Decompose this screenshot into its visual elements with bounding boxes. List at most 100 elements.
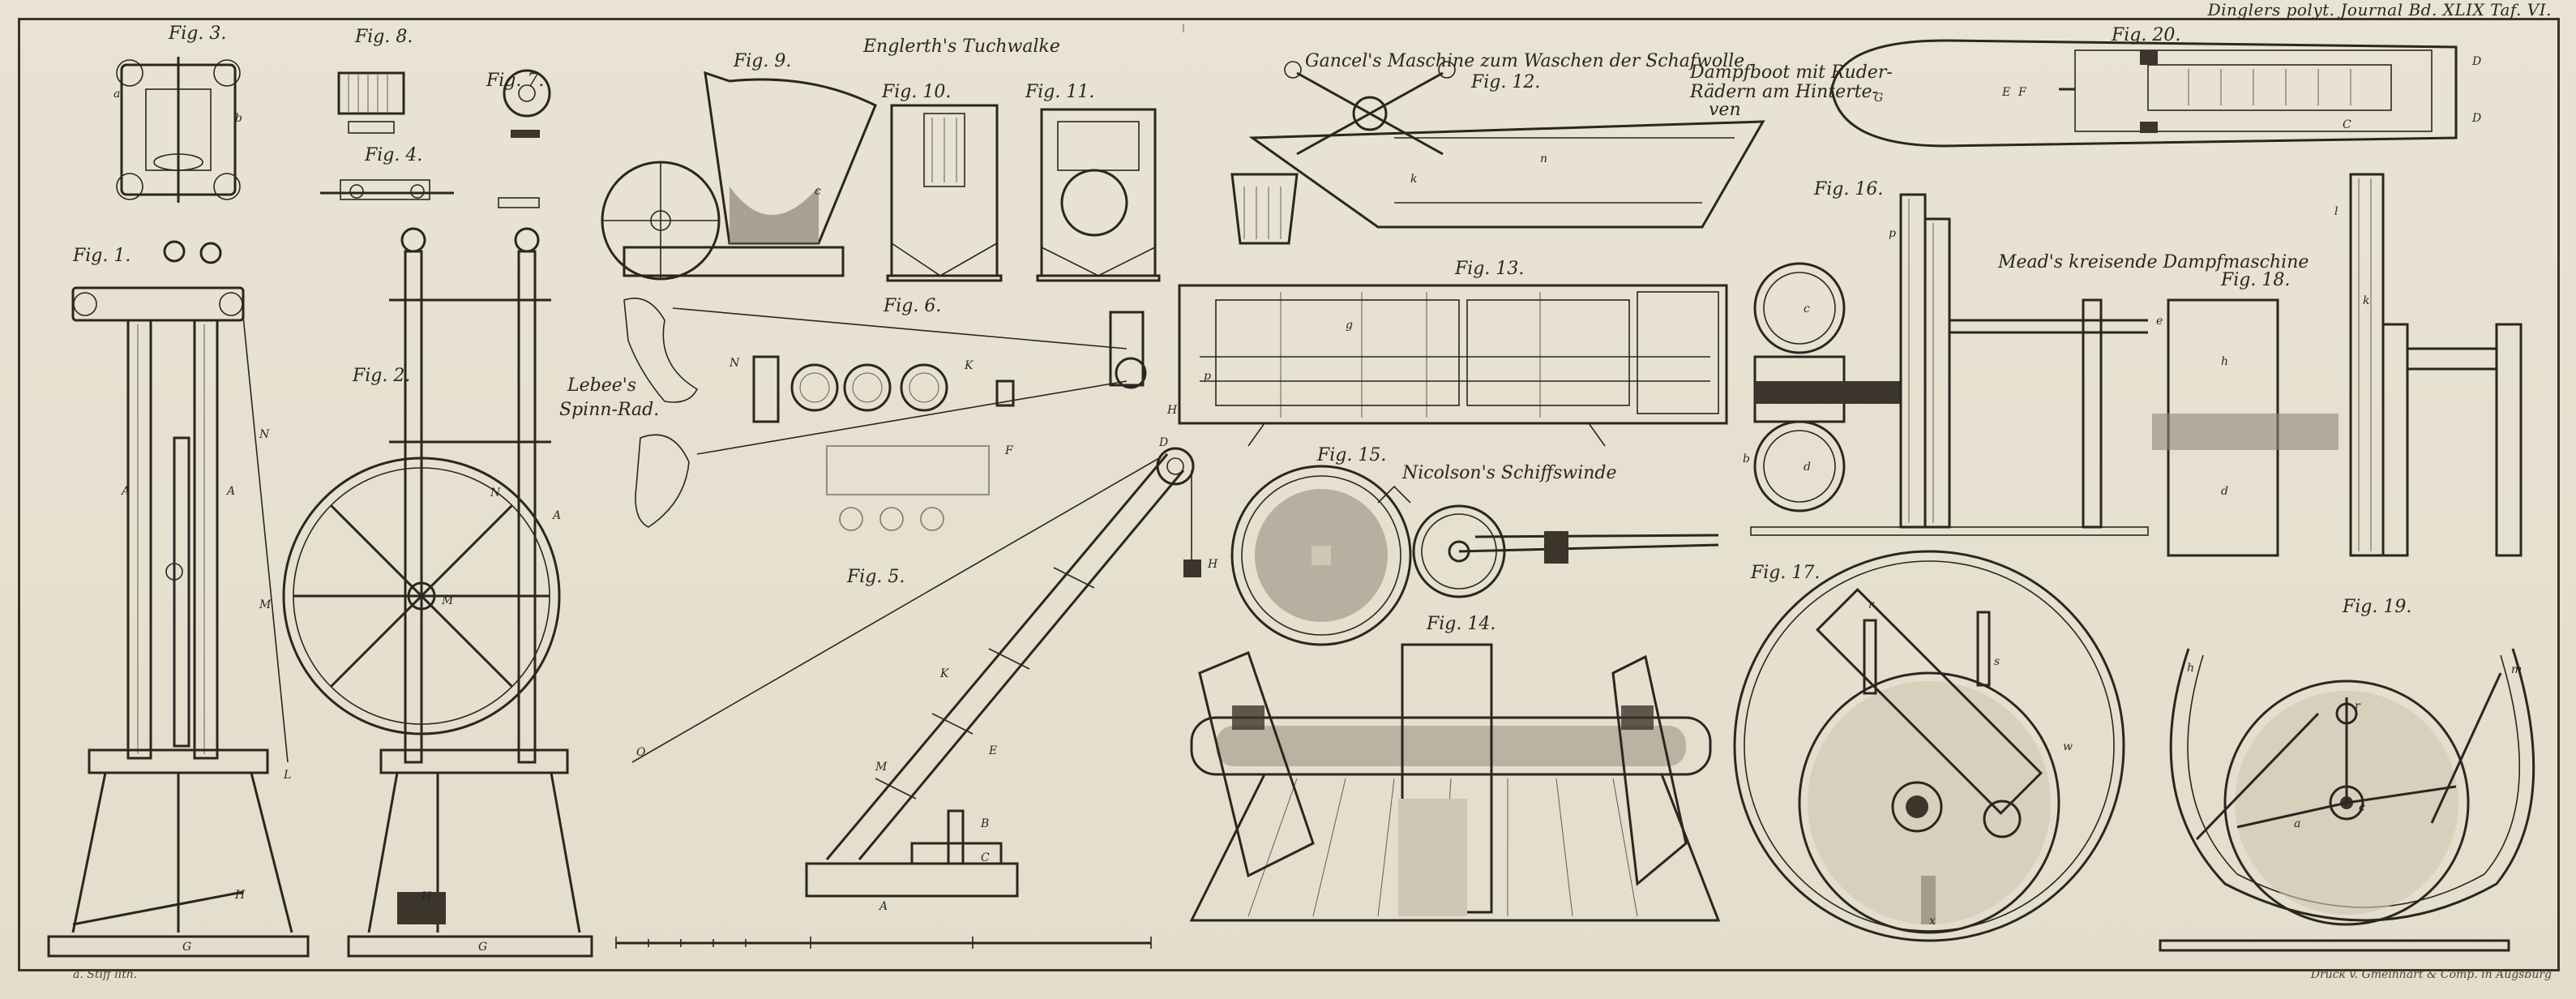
fig5-label-M: M	[875, 761, 888, 774]
fig16-label-e: e	[2156, 315, 2163, 328]
fig2-label-N: N	[490, 487, 501, 500]
fig16-label-p: p	[1889, 227, 1896, 240]
fig5-label-C: C	[981, 851, 990, 864]
fig10-label: Fig. 10.	[881, 82, 951, 102]
lebee-title-line2: Spinn-Rad.	[559, 400, 659, 420]
fig2-label-H: H	[421, 890, 432, 903]
fig1-label-G: G	[182, 941, 191, 954]
fig18-label-d: d	[2221, 485, 2228, 498]
fig18-label-k: k	[2363, 294, 2369, 307]
dampfboot-title-1: Dampfboot mit Ruder-	[1689, 62, 1893, 83]
figure-19: Fig. 19. h m a c r	[2159, 597, 2535, 952]
figure-20: Fig. 20. G E F D D C	[1830, 25, 2481, 148]
fig20-label-D: D	[2471, 55, 2481, 68]
englerth-title: Englerth's Tuchwalke	[862, 36, 1060, 57]
engraver-credit: a. Stiff lith.	[73, 968, 138, 981]
figure-14: Fig. 14.	[1189, 614, 1721, 922]
fig6-label-N: N	[729, 357, 740, 370]
fig5-label-O: O	[636, 746, 646, 759]
fig6-label-K: K	[964, 359, 974, 372]
fig5-label: Fig. 5.	[846, 567, 905, 587]
fig5-label-D: D	[1158, 436, 1168, 449]
fig2-label-A: A	[551, 509, 561, 522]
fig6-label-H: H	[1166, 404, 1178, 417]
fig6-label-F: F	[1004, 444, 1014, 457]
journal-header: Dinglers polyt. Journal Bd. XLIX Taf. VI…	[2207, 0, 2552, 19]
fig9-label: Fig. 9.	[733, 51, 791, 71]
fig1-label-L: L	[283, 769, 291, 782]
fig18-label-l: l	[2334, 205, 2338, 218]
fig1-label-A: A	[120, 485, 130, 498]
plate-border	[18, 18, 2560, 971]
figure-9: Englerth's Tuchwalke Fig. 9. c	[601, 36, 1060, 281]
fig16-label-d: d	[1804, 461, 1811, 474]
fig15-label: Fig. 15.	[1316, 445, 1386, 465]
printer-credit: Druck v. Gmeinhart & Comp. in Augsburg	[2310, 968, 2552, 981]
figure-7: Fig. 7.	[486, 69, 551, 208]
figure-15: Fig. 15. Nicolson's Schiffswinde	[1230, 445, 1719, 646]
fig2-label-M: M	[441, 594, 454, 607]
fig6-label: Fig. 6.	[883, 296, 941, 316]
fig19-label-a: a	[2294, 817, 2300, 830]
fig5-label-A: A	[878, 900, 888, 913]
fig3-label-b: b	[235, 112, 242, 125]
nicolson-title: Nicolson's Schiffswinde	[1401, 463, 1617, 483]
figure-12: Gancel's Maschine zum Waschen der Schafw…	[1230, 51, 1765, 245]
scale-bar	[615, 937, 1152, 949]
fig20-label-D2: D	[2471, 112, 2481, 125]
fig1-label: Fig. 1.	[72, 246, 131, 266]
fig20-label-E: E	[2001, 86, 2010, 99]
fig5-label-H: H	[1207, 558, 1218, 571]
figure-10: Fig. 10.	[881, 82, 1003, 282]
figure-13: Fig. 13. p g	[1178, 259, 1728, 447]
fig18-label-h: h	[2221, 355, 2228, 368]
fig13-label-p: p	[1204, 370, 1211, 383]
fig12-label: Fig. 12.	[1470, 72, 1540, 92]
dampfboot-title-2: Rädern am Hinterte-	[1689, 82, 1878, 102]
fig1-label-N: N	[259, 428, 270, 441]
fig4-label: Fig. 4.	[364, 145, 422, 165]
fig17-label-r: r	[1868, 598, 1875, 611]
gancel-title: Gancel's Maschine zum Waschen der Schafw…	[1305, 51, 1744, 71]
fig3-label: Fig. 3.	[168, 24, 226, 44]
fig2-label: Fig. 2.	[352, 366, 410, 386]
fig9-label-c: c	[815, 185, 821, 198]
fig16-label-b: b	[1743, 452, 1750, 465]
fig16-label-c: c	[1804, 302, 1810, 315]
fig12-label-k: k	[1410, 173, 1417, 186]
fig13-label-g: g	[1346, 319, 1353, 332]
figure-3: Fig. 3. a b	[113, 24, 242, 203]
figure-2: Fig. 2. N M A G H	[282, 227, 593, 958]
fig16-label: Fig. 16.	[1813, 179, 1883, 199]
fig14-label: Fig. 14.	[1426, 614, 1496, 634]
figure-8: Fig. 8.	[337, 27, 413, 134]
figure-4: Fig. 4.	[320, 145, 454, 200]
figure-5: Fig. 5. O D H A C B K E M	[631, 436, 1218, 913]
fig17-label-x: x	[1929, 915, 1936, 928]
fig1-label-H: H	[234, 889, 246, 902]
figure-6: Fig. 6. N K H F	[623, 296, 1178, 531]
fig12-label-n: n	[1540, 152, 1547, 165]
fig11-label: Fig. 11.	[1025, 82, 1094, 102]
fig19-label-h: h	[2187, 662, 2194, 675]
lebee-title-line1: Lebee's	[567, 375, 636, 396]
figure-1: Fig. 1. A A N M L G H	[47, 240, 310, 958]
fig17-label-w: w	[2063, 740, 2073, 753]
fig20-label-F: F	[2018, 86, 2027, 99]
fig1-label-A2: A	[225, 485, 235, 498]
fig3-label-a: a	[113, 88, 120, 101]
fig17-label: Fig. 17.	[1750, 563, 1820, 583]
fig18-label: Fig. 18.	[2220, 270, 2290, 290]
fig20-label-G: G	[1874, 92, 1883, 105]
fig5-label-B: B	[980, 817, 989, 830]
figure-11: Fig. 11.	[1025, 82, 1161, 282]
fig19-label-m: m	[2511, 663, 2522, 676]
figure-17: Fig. 17. r s w x	[1733, 550, 2125, 942]
fig5-label-E: E	[988, 744, 997, 757]
fig8-label: Fig. 8.	[354, 27, 413, 47]
figure-16: Fig. 16. c d b p e	[1743, 179, 2163, 536]
fig5-label-K: K	[939, 667, 950, 680]
fig1-label-M: M	[259, 598, 272, 611]
fig19-label-r: r	[2355, 700, 2361, 713]
